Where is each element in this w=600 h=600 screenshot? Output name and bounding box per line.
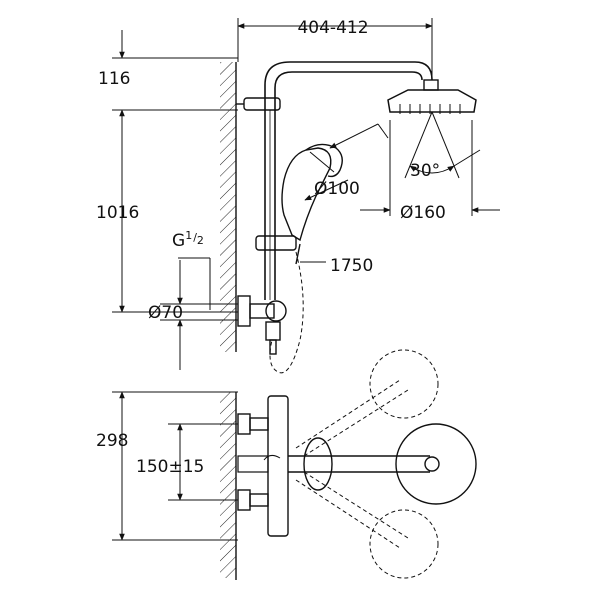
label-head-diameter: Ø160 — [400, 203, 446, 223]
plan-mixer — [267, 395, 289, 537]
labels: 404-412 116 1016 G1/2 Ø100 30° Ø160 1750… — [96, 18, 446, 477]
plan-head — [395, 423, 477, 505]
label-centers: 150±15 — [136, 457, 204, 477]
label-height-main: 1016 — [96, 203, 139, 223]
shower-arm-inner — [274, 71, 423, 100]
label-top-width: 404-412 — [297, 18, 368, 38]
shower-arm-outer — [264, 61, 433, 100]
slider-holder — [255, 235, 297, 251]
plan-view — [112, 349, 477, 580]
label-depth: 298 — [96, 431, 128, 451]
thermostat-mixer — [237, 295, 287, 355]
label-thread-base: G — [172, 231, 185, 251]
dim-100-b — [304, 179, 349, 201]
label-top-offset: 116 — [98, 69, 130, 89]
label-escutcheon: Ø70 — [148, 303, 183, 323]
swivel-positions-dashed — [295, 349, 439, 579]
elevation-view — [112, 18, 500, 374]
label-hose-length: 1750 — [330, 256, 373, 276]
hand-shower — [281, 143, 343, 242]
label-thread-sup: 1 — [185, 229, 192, 242]
head-shell — [387, 89, 477, 113]
plan-wall-hatch — [220, 392, 236, 578]
head-connector — [423, 79, 439, 91]
label-thread: G1/2 — [172, 229, 204, 251]
angle-arc — [409, 165, 455, 174]
dim-100-a — [329, 123, 379, 149]
head-nozzles — [399, 104, 461, 114]
wall-hatch — [220, 62, 236, 352]
label-thread-sub: 2 — [197, 234, 204, 247]
label-angle: 30° — [410, 161, 440, 181]
plan-holder — [303, 437, 333, 491]
label-hand-diameter: Ø100 — [314, 179, 360, 199]
hose — [269, 251, 304, 374]
